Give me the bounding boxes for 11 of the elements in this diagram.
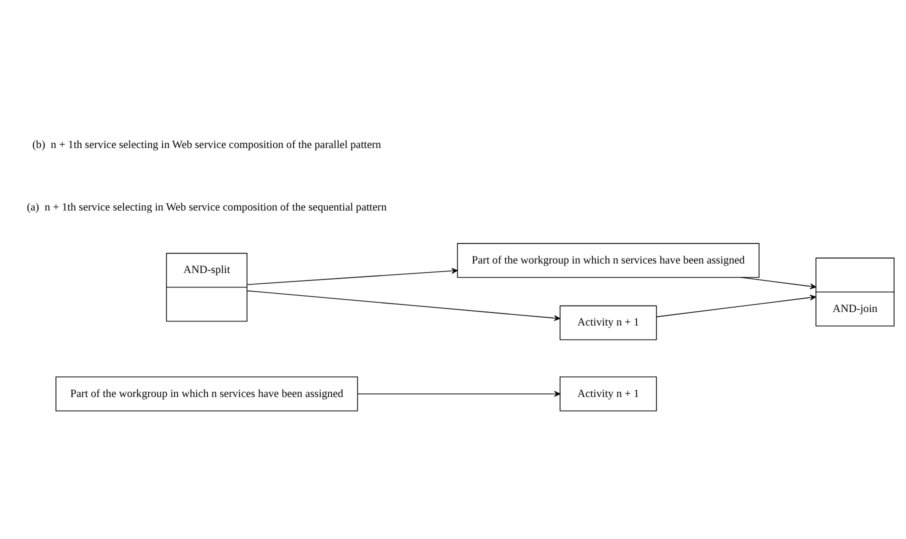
- label: (a) n + 1th service selecting in Web service composition of the sequential pattern: [26, 201, 386, 214]
- arrow: [246, 290, 560, 321]
- node-box: Activity n + 1: [559, 305, 656, 340]
- node-box: Part of the workgroup in which n services have been assigned: [55, 376, 358, 412]
- arrow: [740, 277, 816, 290]
- label: (b) n + 1th service selecting in Web service composition of the parallel pattern: [32, 139, 381, 152]
- node-box: Part of the workgroup in which n services have been assigned: [456, 243, 759, 278]
- node-box: Activity n + 1: [559, 376, 656, 412]
- arrow: [246, 268, 458, 285]
- arrow: [656, 294, 816, 318]
- arrow: [356, 390, 560, 397]
